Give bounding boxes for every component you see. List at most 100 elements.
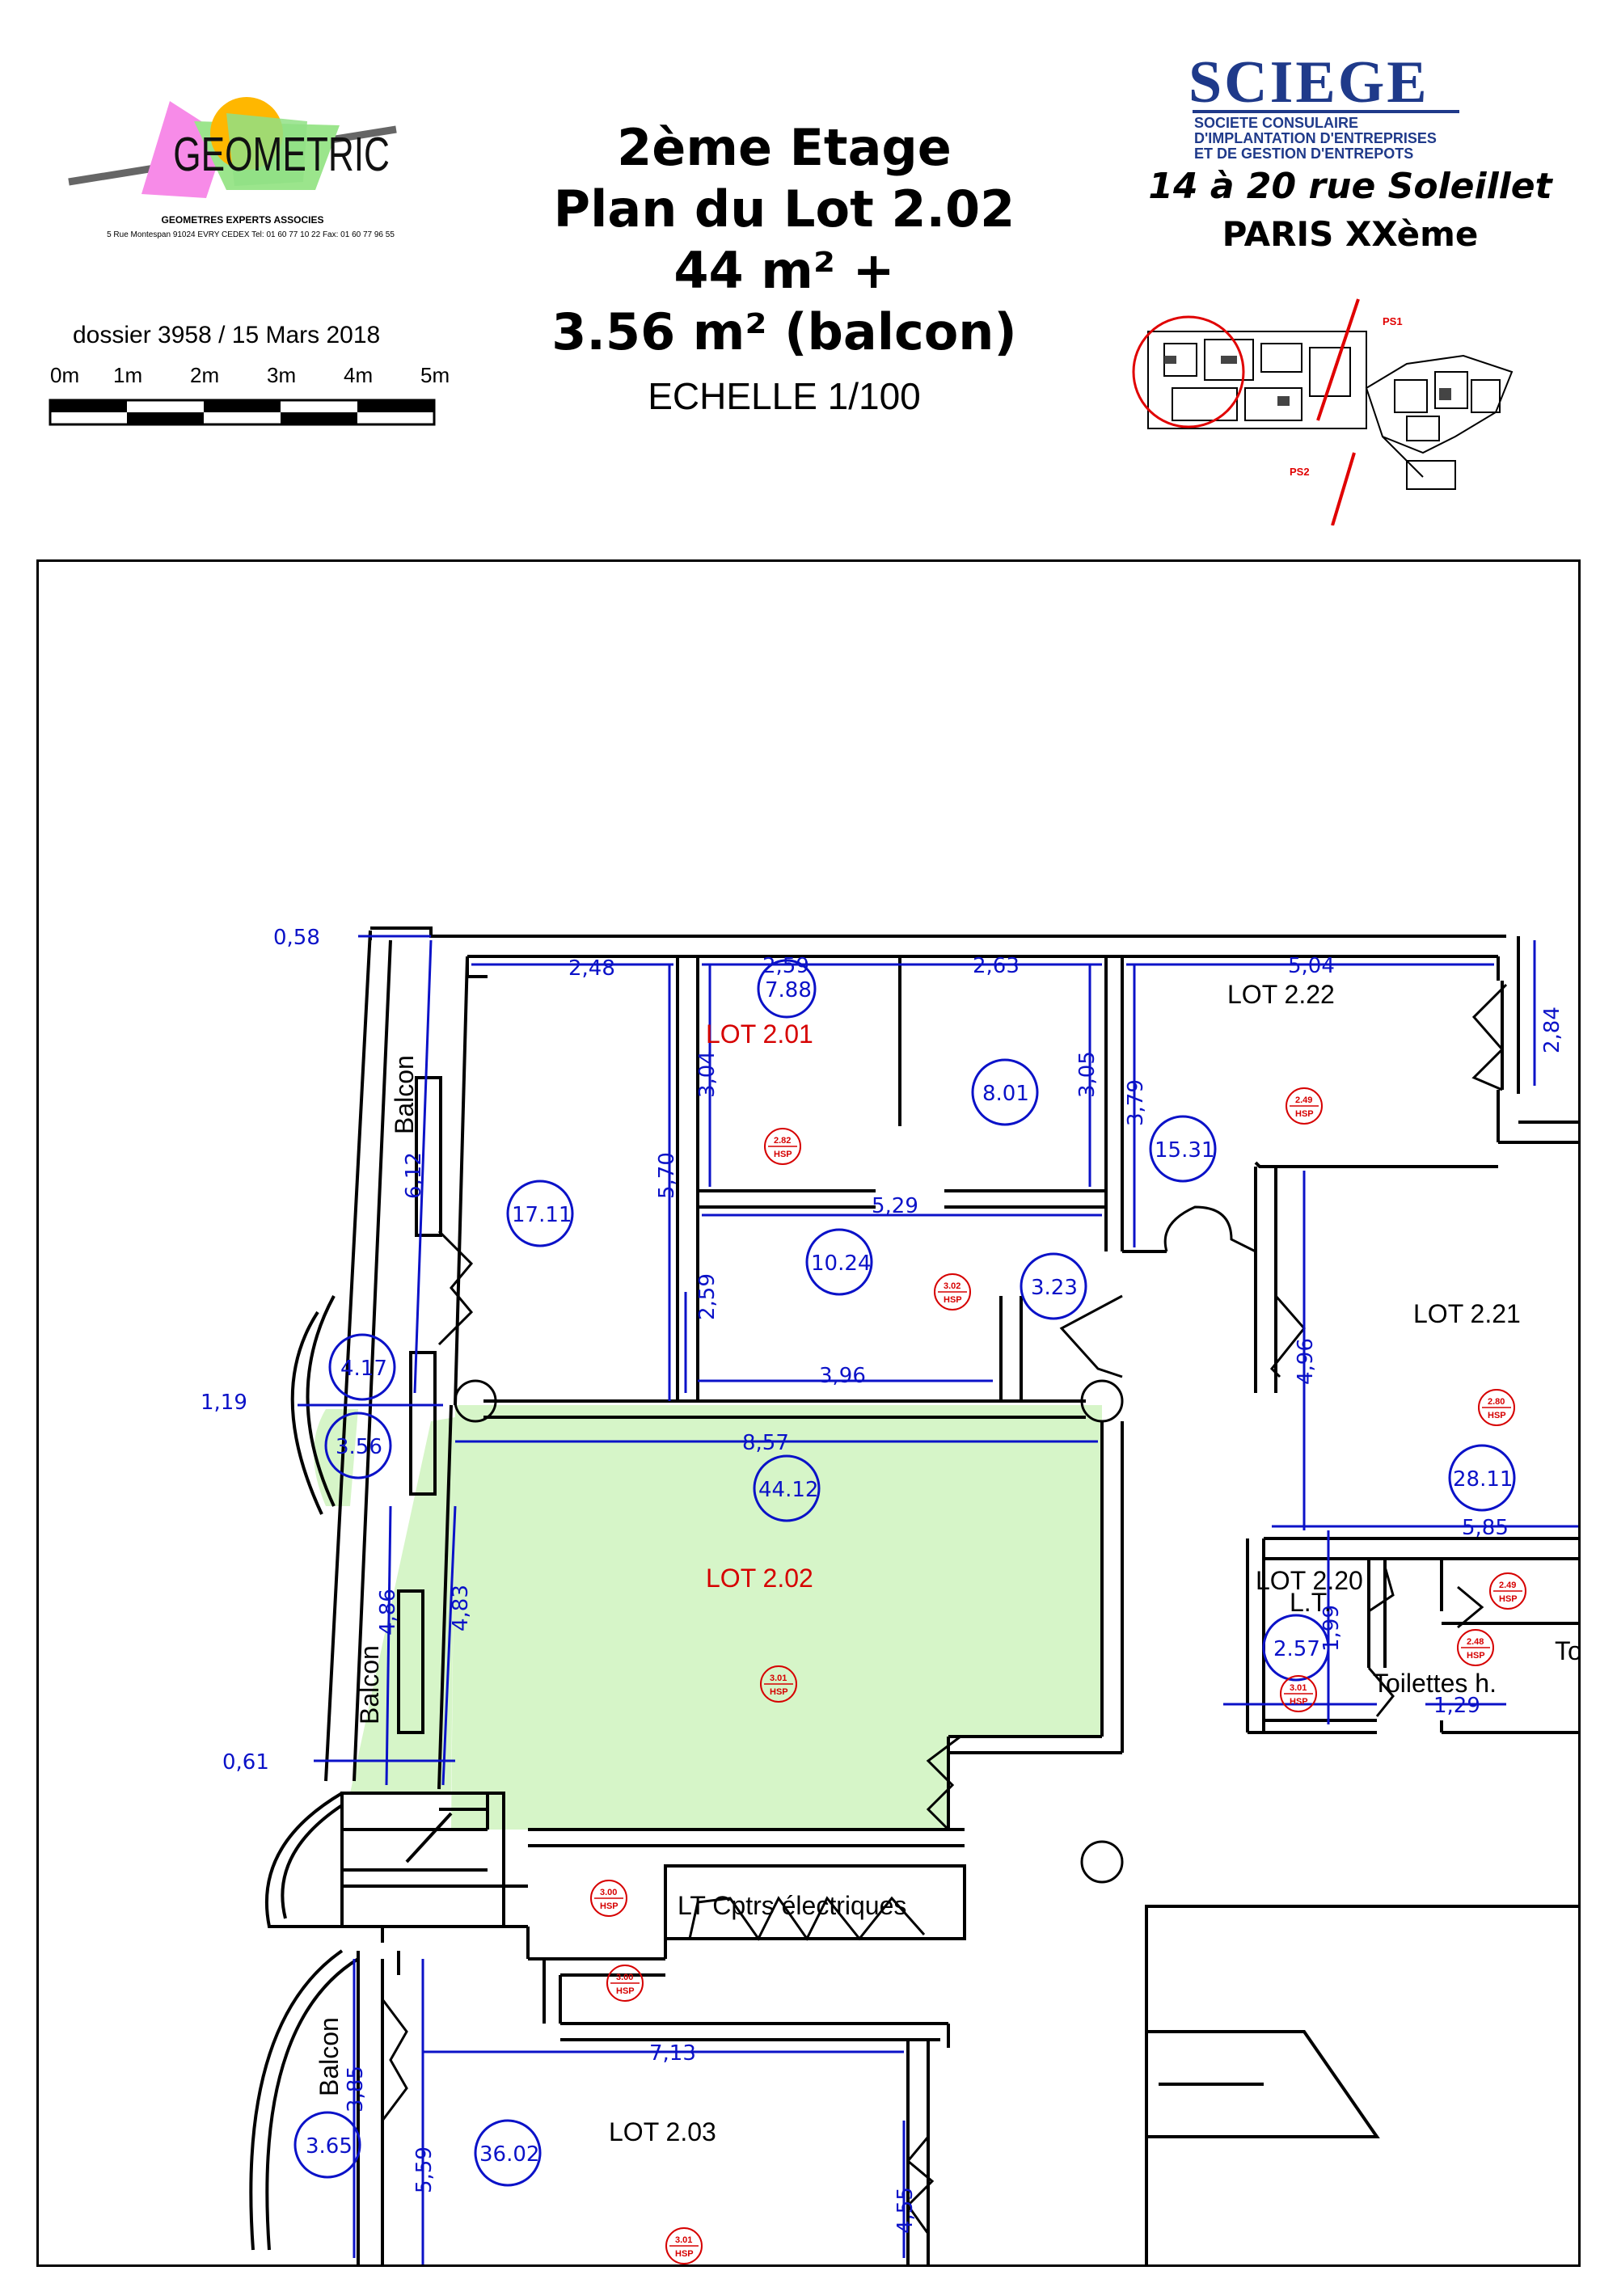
area-257: 2.57 (1273, 1637, 1320, 1661)
lot-203-label: LOT 2.03 (609, 2117, 716, 2146)
title-floor: 2ème Etage (617, 118, 952, 177)
dim-486: 4,86 (376, 1589, 400, 1635)
dim-483: 4,83 (449, 1585, 473, 1631)
dim-570: 5,70 (655, 1152, 679, 1199)
key-plan-ps2: PS2 (1290, 466, 1310, 478)
balcony-label-lower: Balcon (315, 2017, 344, 2096)
key-plan-ps1: PS1 (1383, 315, 1403, 327)
area-1531: 15.31 (1155, 1138, 1214, 1163)
hsp-label-4: HSP (1488, 1411, 1506, 1420)
lt-label: L.T. (1290, 1588, 1332, 1617)
area-801: 8.01 (982, 1082, 1029, 1106)
area-788: 7.88 (765, 978, 812, 1002)
hsp-label-2: HSP (1295, 1109, 1314, 1119)
lot-201-label: LOT 2.01 (706, 1019, 813, 1049)
floor-plan: 7.88 8.01 15.31 17.11 10.24 3.23 4.17 3.… (201, 926, 1581, 2264)
logo-wordmark: GEOMETRIC (173, 128, 390, 182)
hsp-label-10: HSP (1290, 1697, 1308, 1707)
key-plan-highlight (1132, 315, 1245, 428)
dim-559: 5,59 (412, 2146, 437, 2193)
dim-129: 1,29 (1433, 1694, 1480, 1718)
hsp-markers: 2.82 HSP 2.49 HSP 3.02 HSP 2.80 HSP 3.01… (590, 1087, 1526, 2264)
dimension-lines (298, 935, 1578, 2264)
hsp-value-10: 3.01 (1290, 1683, 1307, 1693)
dossier-reference: dossier 3958 / 15 Mars 2018 (73, 322, 381, 348)
hsp-value-7: 3.00 (616, 1973, 633, 1982)
sciege-sub-1: SOCIETE CONSULAIRE (1194, 115, 1359, 131)
hsp-value-6: 3.00 (600, 1888, 617, 1897)
dim-259-mid: 2,59 (695, 1273, 720, 1320)
sciege-logo: SCIEGE (1188, 49, 1429, 116)
toilets-label: Toilettes h. (1373, 1669, 1497, 1698)
doors (381, 983, 1508, 2235)
dim-263: 2,63 (973, 954, 1020, 978)
dim-585: 5,85 (1462, 1516, 1509, 1540)
scale-label-4: 4m (344, 363, 373, 387)
scale-label-3: 3m (267, 363, 296, 387)
area-3602: 36.02 (479, 2142, 539, 2167)
lot-202-highlight (451, 1405, 1102, 1830)
hsp-value-4: 2.80 (1488, 1397, 1505, 1407)
geometric-logo: GEOMETRIC GEOMETRES EXPERTS ASSOCIES 5 R… (65, 89, 420, 251)
hsp-value-11: 3.01 (675, 2235, 692, 2245)
area-1711: 17.11 (512, 1203, 572, 1227)
scale-label-5: 5m (420, 363, 450, 387)
dim-496: 4,96 (1294, 1338, 1318, 1385)
scale-label-1: 1m (113, 363, 142, 387)
hsp-value-5: 3.01 (770, 1673, 787, 1683)
street-address: 14 à 20 rue Soleillet (1148, 166, 1552, 207)
balcony-label-upper: Balcon (390, 1055, 419, 1134)
logo-address: 5 Rue Montespan 91024 EVRY CEDEX Tel: 01… (107, 230, 395, 239)
dim-529: 5,29 (872, 1194, 918, 1218)
hsp-value-2: 2.49 (1295, 1095, 1312, 1105)
city-address: PARIS XXème (1222, 214, 1479, 254)
hsp-label-5: HSP (770, 1687, 788, 1697)
lot-221-label: LOT 2.21 (1413, 1299, 1521, 1328)
dim-058: 0,58 (273, 926, 320, 950)
logo-subtitle: GEOMETRES EXPERTS ASSOCIES (161, 214, 324, 226)
hsp-label-7: HSP (616, 1986, 635, 1996)
lot-222-label: LOT 2.22 (1227, 980, 1335, 1009)
dim-713: 7,13 (649, 2041, 696, 2066)
area-2811: 28.11 (1453, 1467, 1513, 1492)
dim-199: 1,99 (1319, 1605, 1344, 1652)
scale-label-2: 2m (190, 363, 219, 387)
dim-504: 5,04 (1288, 954, 1335, 978)
dim-385: 3,85 (344, 2066, 368, 2112)
dim-379: 3,79 (1124, 1079, 1148, 1126)
dim-304: 3,04 (695, 1051, 720, 1098)
dim-455: 4,55 (893, 2187, 918, 2234)
to-label: To (1555, 1636, 1581, 1665)
hsp-label-9: HSP (1467, 1651, 1485, 1661)
hsp-value-1: 2.82 (774, 1136, 791, 1146)
area-balcony-356: 3.56 (336, 1435, 382, 1459)
dim-259-top: 2,59 (762, 954, 809, 978)
dim-396: 3,96 (819, 1364, 866, 1388)
area-417: 4.17 (340, 1357, 387, 1381)
balcony-highlight (350, 1417, 455, 1793)
hsp-label-8: HSP (1499, 1594, 1518, 1604)
title-lot: Plan du Lot 2.02 (553, 179, 1015, 238)
balcony-label-middle: Balcon (355, 1645, 384, 1724)
hsp-label-1: HSP (774, 1150, 792, 1159)
floor-plan-frame: 7.88 8.01 15.31 17.11 10.24 3.23 4.17 3.… (36, 559, 1581, 2267)
area-365: 3.65 (306, 2134, 353, 2159)
sciege-sub-3: ET DE GESTION D'ENTREPOTS (1194, 146, 1414, 162)
lot-202-label: LOT 2.02 (706, 1564, 813, 1593)
scale-text: ECHELLE 1/100 (648, 375, 921, 417)
hsp-value-3: 3.02 (944, 1281, 960, 1291)
key-plan: PS1 PS2 (1132, 298, 1514, 525)
title-balcony-area: 3.56 m² (balcon) (551, 302, 1017, 361)
area-323: 3.23 (1031, 1276, 1078, 1300)
columns (454, 1379, 1124, 1884)
hsp-label-6: HSP (600, 1901, 619, 1911)
dim-284: 2,84 (1540, 1007, 1564, 1053)
dim-061: 0,61 (222, 1750, 269, 1775)
sciege-rule (1193, 110, 1459, 113)
hsp-label-11: HSP (675, 2249, 694, 2259)
geometric-logo-graphic: GEOMETRIC (68, 97, 397, 198)
scale-label-0: 0m (50, 363, 79, 387)
hsp-label-3: HSP (944, 1295, 962, 1305)
electrical-room-label: LT Cptrs électriques (678, 1891, 906, 1920)
hsp-value-9: 2.48 (1467, 1637, 1484, 1647)
